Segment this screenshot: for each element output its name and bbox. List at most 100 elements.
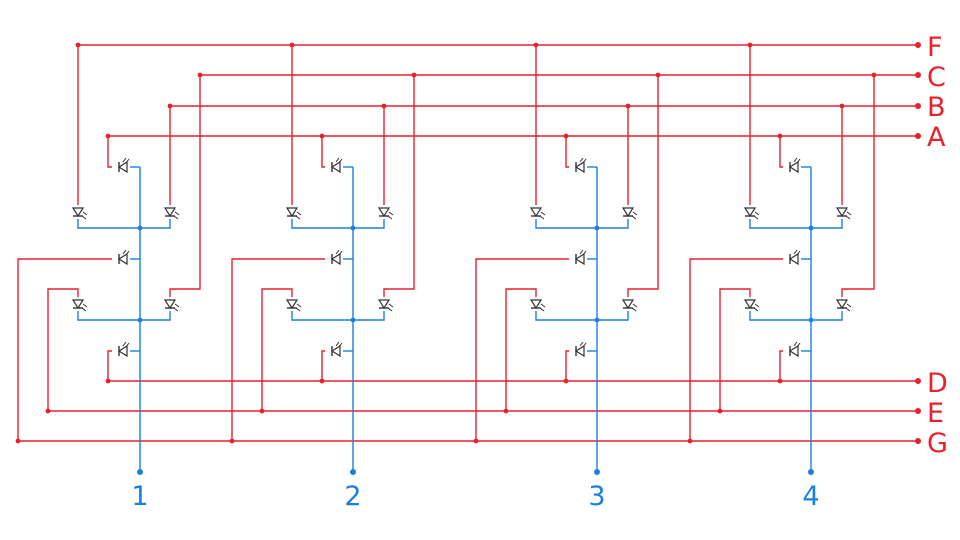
junction-dot-icon xyxy=(808,317,814,323)
feed-e-4 xyxy=(719,288,751,411)
segment-label-a: A xyxy=(927,122,946,153)
digit-label-1: 1 xyxy=(131,481,148,512)
junction-dot-icon xyxy=(289,42,295,48)
led-diode-icon xyxy=(116,341,130,358)
junction-dot-icon xyxy=(777,133,783,139)
feed-c-1 xyxy=(169,75,201,297)
feed-c-4 xyxy=(841,75,875,297)
junction-dot-icon xyxy=(350,317,356,323)
feed-a-1 xyxy=(107,136,112,168)
junction-dot-icon xyxy=(839,103,845,109)
feed-c-3 xyxy=(627,75,659,297)
feed-d-4 xyxy=(779,350,783,381)
led-diode-icon xyxy=(573,157,587,174)
junction-dot-icon xyxy=(105,378,111,384)
junction-dot-icon xyxy=(105,133,111,139)
junction-dot-icon xyxy=(319,133,325,139)
feed-a-2 xyxy=(321,136,325,168)
digit-branch-lower-1 xyxy=(77,305,171,321)
terminal-dot-icon xyxy=(350,469,356,475)
junction-dot-icon xyxy=(473,438,479,444)
led-diode-icon xyxy=(163,205,180,220)
junction-dot-icon xyxy=(167,103,173,109)
led-diode-icon xyxy=(573,249,587,266)
feed-g-3 xyxy=(475,258,569,441)
led-diode-icon xyxy=(835,205,852,220)
junction-dot-icon xyxy=(503,408,509,414)
feed-c-2 xyxy=(383,75,415,297)
junction-dot-icon xyxy=(871,72,877,78)
junction-dot-icon xyxy=(687,438,693,444)
digit-branch-lower-3 xyxy=(535,305,629,321)
junction-dot-icon xyxy=(75,42,81,48)
junction-dot-icon xyxy=(15,438,21,444)
led-diode-icon xyxy=(529,297,546,312)
led-diode-icon xyxy=(71,297,88,312)
led-diode-icon xyxy=(116,249,130,266)
labels: F C B A D E G 1 2 3 4 xyxy=(131,32,948,512)
led-diode-icon xyxy=(787,341,801,358)
led-diode-icon xyxy=(743,205,760,220)
feed-e-3 xyxy=(505,288,537,411)
junction-dot-icon xyxy=(381,103,387,109)
feed-d-2 xyxy=(321,350,325,381)
digit-wires xyxy=(77,166,843,472)
terminal-dot-icon xyxy=(137,469,143,475)
terminal-dot-icon xyxy=(915,103,921,109)
junction-dot-icon xyxy=(625,103,631,109)
junction-dot-icon xyxy=(747,42,753,48)
segment-label-g: G xyxy=(927,428,948,459)
digit-branch-upper-2 xyxy=(291,214,385,229)
junction-dot-icon xyxy=(594,317,600,323)
feed-g-1 xyxy=(17,258,112,441)
junction-dot-icon xyxy=(197,72,203,78)
digit-branch-lower-4 xyxy=(749,305,843,321)
terminal-dot-icon xyxy=(915,133,921,139)
terminal-dot-icon xyxy=(594,469,600,475)
feed-e-1 xyxy=(47,288,79,411)
digit-label-2: 2 xyxy=(344,481,361,512)
led-diode-icon xyxy=(71,205,88,220)
junction-dot-icon xyxy=(137,317,143,323)
digit-label-4: 4 xyxy=(802,481,819,512)
feed-g-4 xyxy=(689,258,783,441)
junction-dot-icon xyxy=(350,225,356,231)
led-diode-icon xyxy=(285,205,302,220)
feed-a-3 xyxy=(565,136,569,168)
terminal-dot-icon xyxy=(915,408,921,414)
terminal-dot-icon xyxy=(808,469,814,475)
segment-label-c: C xyxy=(927,62,946,93)
feed-d-3 xyxy=(565,350,569,381)
feed-g-2 xyxy=(231,258,325,441)
led-diode-icon xyxy=(621,205,638,220)
feed-a-4 xyxy=(779,136,783,168)
segment-label-d: D xyxy=(927,368,948,399)
digit-label-3: 3 xyxy=(588,481,605,512)
junction-dot-icon xyxy=(45,408,51,414)
segment-label-e: E xyxy=(927,398,944,429)
junction-dot-icon xyxy=(563,133,569,139)
led-diode-icon xyxy=(163,297,180,312)
segment-wires xyxy=(17,44,918,442)
junction-dot-icon xyxy=(259,408,265,414)
segment-label-f: F xyxy=(927,32,943,63)
digit-branch-upper-3 xyxy=(535,214,629,229)
junction-dot-icon xyxy=(411,72,417,78)
junction-dot-icon xyxy=(717,408,723,414)
led-diode-icon xyxy=(377,297,394,312)
junction-dot-icon xyxy=(563,378,569,384)
feed-e-2 xyxy=(261,288,293,411)
terminal-dot-icon xyxy=(915,72,921,78)
led-diode-icon xyxy=(329,157,343,174)
junction-dot-icon xyxy=(533,42,539,48)
terminal-dot-icon xyxy=(915,378,921,384)
junction-dot-icon xyxy=(319,378,325,384)
led-diode-icon xyxy=(529,205,546,220)
terminal-dot-icon xyxy=(915,42,921,48)
led-diode-icon xyxy=(116,157,130,174)
junction-dot-icon xyxy=(229,438,235,444)
digit-branch-upper-4 xyxy=(749,214,843,229)
junction-dot-icon xyxy=(594,225,600,231)
junction-dot-icon xyxy=(777,378,783,384)
